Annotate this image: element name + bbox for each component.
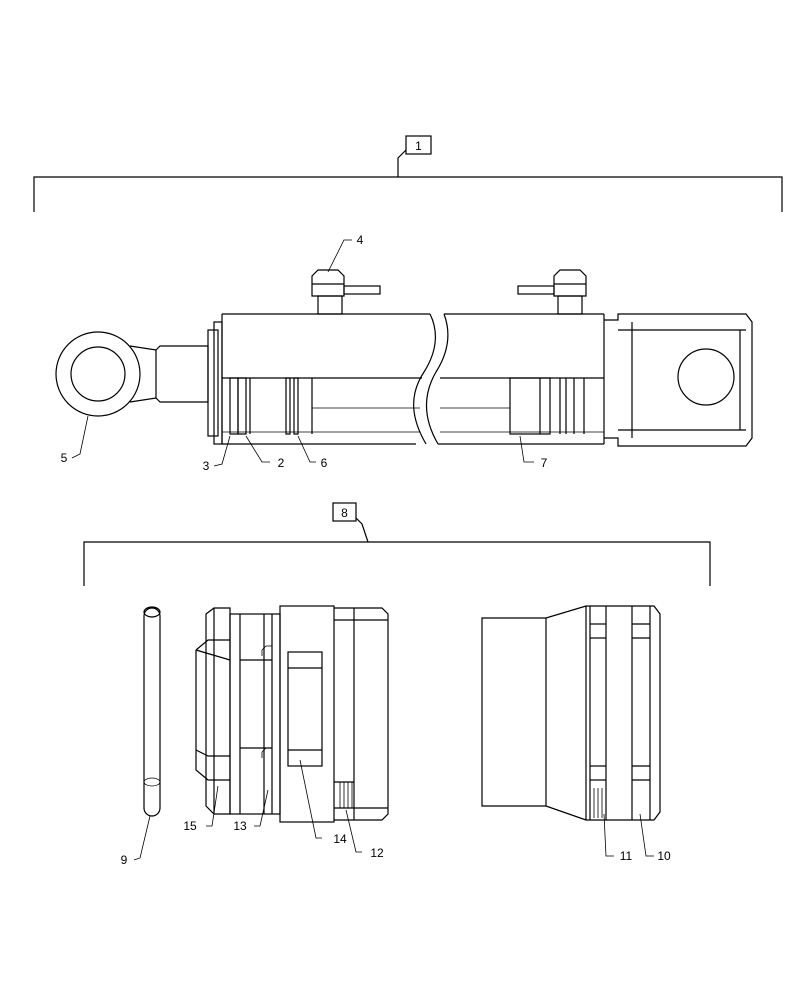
base-pin-bore — [677, 348, 735, 406]
callout-box-8 — [332, 502, 357, 522]
cylinder-callouts: 4 5 3 2 6 7 — [61, 233, 548, 473]
gland-assembly: 15 13 14 12 — [183, 605, 389, 860]
port-fitting-left — [311, 269, 381, 315]
callout-3: 3 — [203, 459, 210, 473]
callout-6: 6 — [321, 456, 328, 470]
callout-2: 2 — [278, 456, 285, 470]
callout-11: 11 — [620, 849, 633, 863]
piston-part: 11 10 — [481, 605, 671, 863]
part-9-seal-ring: 9 — [121, 606, 161, 867]
callout-9: 9 — [121, 853, 128, 867]
callout-5: 5 — [61, 451, 68, 465]
rod-eye-outer — [55, 331, 141, 417]
callout-7: 7 — [541, 456, 548, 470]
callout-14: 14 — [333, 832, 347, 846]
callout-8: 8 — [341, 506, 348, 520]
port-fitting-right — [517, 269, 587, 315]
callout-10: 10 — [657, 849, 671, 863]
assembly-bracket-1: 1 — [33, 135, 783, 212]
assembly-bracket-8: 8 — [83, 502, 711, 586]
callout-15: 15 — [183, 819, 197, 833]
callout-box-1 — [405, 135, 432, 155]
callout-1: 1 — [415, 139, 422, 153]
callout-4: 4 — [357, 233, 364, 247]
rod-eye-inner — [70, 346, 126, 402]
callout-13: 13 — [233, 819, 247, 833]
callout-12: 12 — [370, 846, 384, 860]
hydraulic-cylinder — [55, 269, 753, 447]
